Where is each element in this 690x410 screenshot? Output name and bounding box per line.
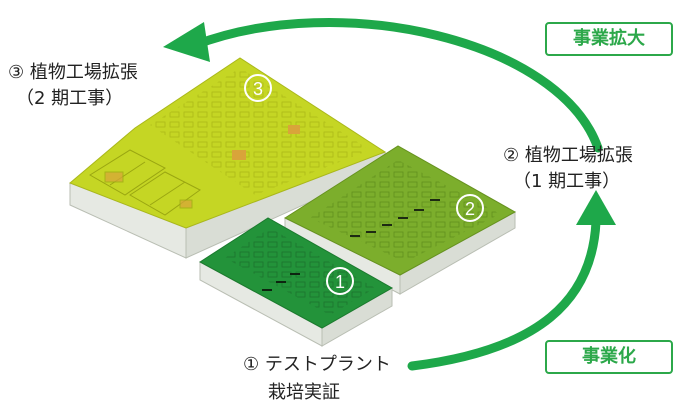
phase1-label-line2: 栽培実証 xyxy=(268,382,340,403)
commercialization-tag: 事業化 xyxy=(545,340,673,374)
curved-arrow-up-icon xyxy=(407,190,616,371)
phase2-label-line1: ② 植物工場拡張 xyxy=(503,145,633,166)
building-phase1-marker xyxy=(326,267,354,295)
phase3-label-line2: （2 期工事） xyxy=(16,88,124,109)
building-phase3-equipment xyxy=(232,125,300,160)
building-phase3-marker xyxy=(244,74,272,102)
building-phase1-lights xyxy=(262,273,300,291)
building-phase2: 2 xyxy=(283,145,517,295)
building-phase3-offices xyxy=(89,149,201,216)
phase3-label-line1: ③ 植物工場拡張 xyxy=(8,62,138,83)
building-phase1: 1 xyxy=(199,217,394,347)
curved-arrow-left-icon xyxy=(163,18,603,153)
phase1-label-line1: ① テストプラント xyxy=(243,354,391,375)
building-phase2-lights xyxy=(350,199,440,237)
building-phase2-marker xyxy=(456,194,484,222)
building-phase3: 3 xyxy=(69,57,387,259)
building-phase3-marker-text: 3 xyxy=(253,79,263,99)
phase2-label-line2: （1 期工事） xyxy=(513,171,621,192)
building-phase3-racks xyxy=(150,68,370,195)
building-phase2-marker-text: 2 xyxy=(465,199,475,219)
expansion-tag: 事業拡大 xyxy=(545,22,673,56)
building-phase1-marker-text: 1 xyxy=(335,272,345,292)
